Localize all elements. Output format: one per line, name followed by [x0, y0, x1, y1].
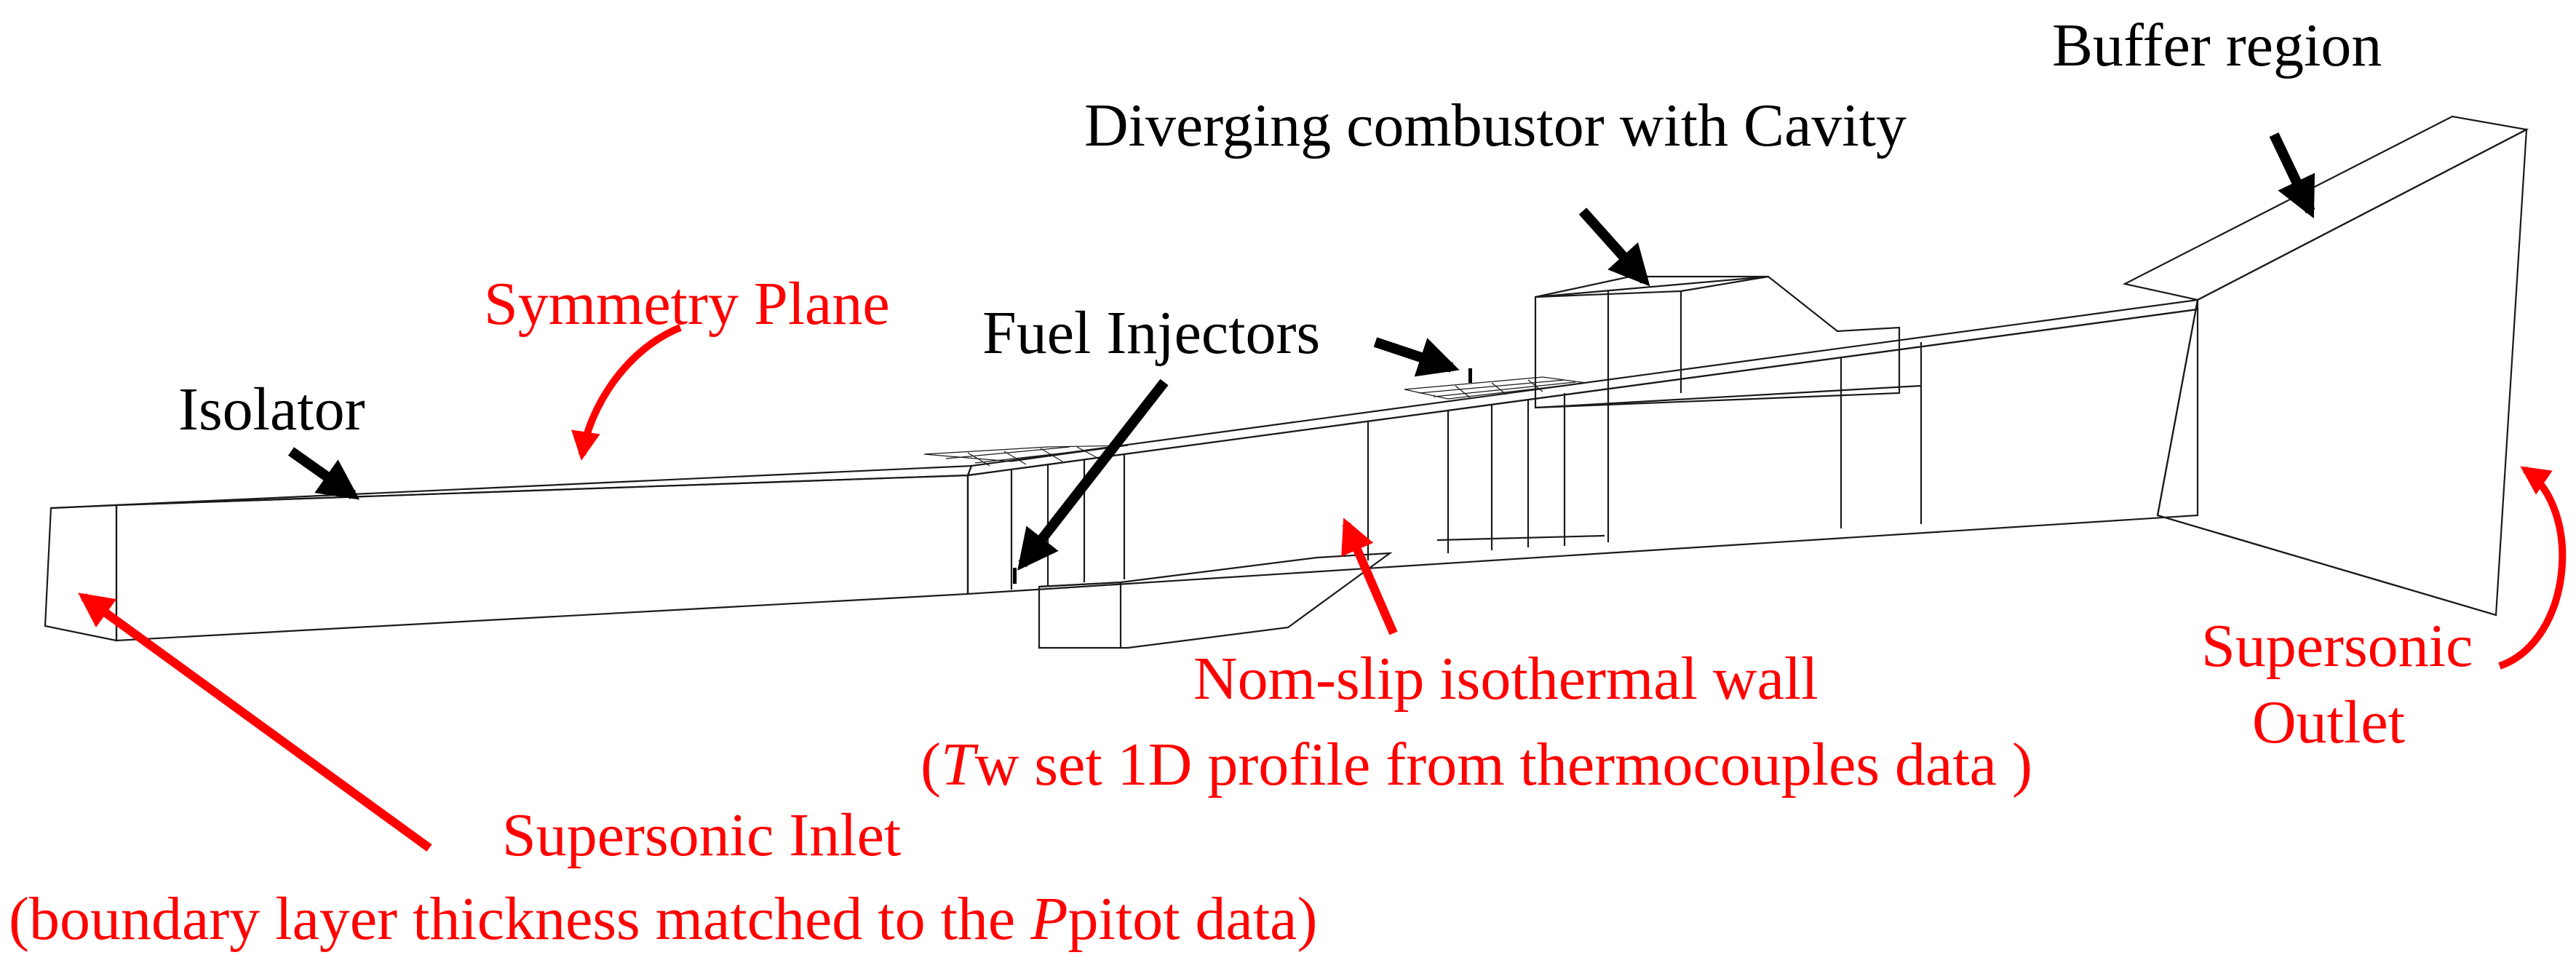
section-lines: [966, 342, 1923, 594]
wall-label-line2: (Tw set 1D profile from thermocouples da…: [921, 731, 2032, 798]
fuel-injectors-arrow-side: [1017, 379, 1169, 571]
wall-label-line1: Nom-slip isothermal wall: [1193, 645, 1818, 713]
symmetry-plane-label: Symmetry Plane: [484, 270, 890, 338]
isolator-top-face: [50, 464, 973, 510]
cavity-upper-box: [1534, 275, 1901, 409]
isolator-label: Isolator: [178, 376, 365, 443]
outlet-label-line2: Outlet: [2252, 689, 2405, 756]
outlet-arrow: [2498, 466, 2567, 670]
fuel-injectors-arrow-top: [1373, 337, 1460, 377]
buffer-region-side: [2156, 128, 2528, 617]
inlet-label-line1: Supersonic Inlet: [502, 801, 901, 869]
diverging-combustor-label: Diverging combustor with Cavity: [1084, 92, 1907, 159]
duct-geometry: [44, 115, 2529, 649]
inlet-label-line2: (boundary layer thickness matched to the…: [9, 885, 1317, 953]
isolator-arrow: [287, 447, 360, 500]
annotation-arrows: [78, 132, 2567, 852]
buffer-region-arrow: [2269, 132, 2315, 219]
fuel-injector-port-top: [1468, 368, 1472, 383]
inlet-arrow: [78, 593, 432, 852]
injector-grid-left: [923, 445, 1129, 467]
labels: Buffer region Diverging combustor with C…: [9, 12, 2473, 953]
wall-arrow: [1341, 518, 1398, 635]
combustor-duct-top: [966, 298, 2199, 477]
buffer-region-label: Buffer region: [2052, 12, 2382, 79]
symmetry-plane-arrow: [571, 324, 682, 461]
diverging-combustor-arrow: [1578, 207, 1650, 287]
fuel-injector-port-side: [1013, 568, 1017, 584]
buffer-region-top: [2122, 115, 2529, 301]
cavity-upper-top: [1535, 275, 1769, 298]
supersonic-inlet-face: [44, 504, 118, 642]
injector-grid-right: [1404, 376, 1587, 400]
fuel-injectors-label: Fuel Injectors: [982, 299, 1320, 367]
cavity-lower-box: [1038, 552, 1393, 649]
outlet-label-line1: Supersonic: [2201, 612, 2473, 680]
